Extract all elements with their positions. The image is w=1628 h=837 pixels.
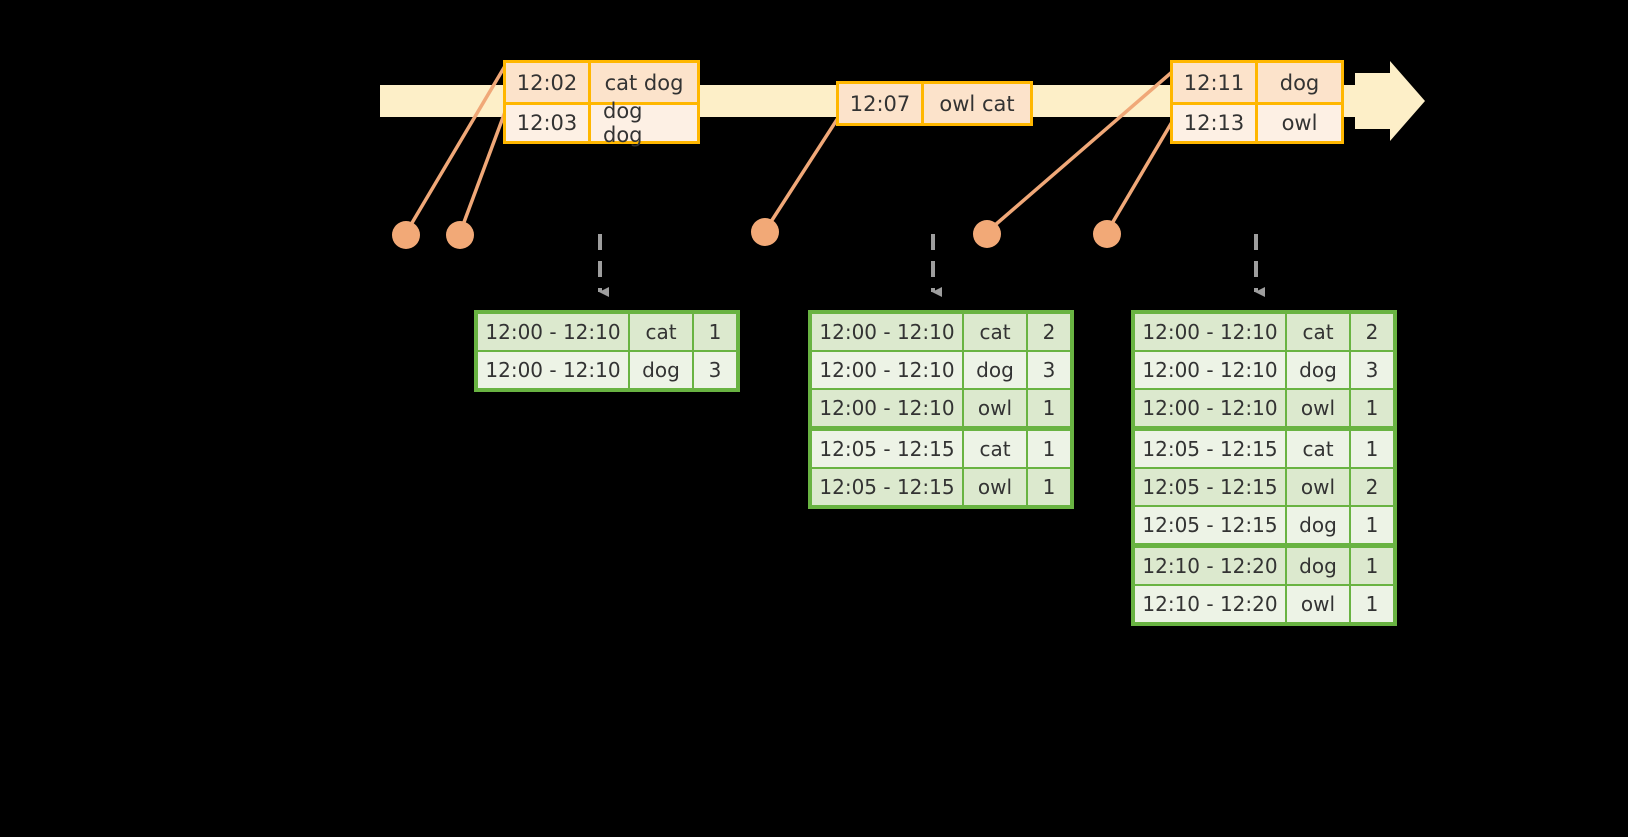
cell-count: 1 (1028, 390, 1070, 426)
cell-word: dog (1287, 352, 1349, 388)
event-words: cat dog (604, 70, 684, 95)
cell-count: 2 (1351, 469, 1393, 505)
cell-window: 12:00 - 12:10 (478, 352, 628, 388)
event-time: 12:13 (1173, 105, 1258, 141)
cell-word: cat (630, 314, 692, 350)
connector-dot-3 (751, 218, 779, 246)
event-words: owl (1281, 111, 1318, 135)
event-group-1[interactable]: 12:02 cat dog 12:03 dog dog (503, 60, 700, 147)
cell-window: 12:00 - 12:10 (478, 314, 628, 350)
cell-window: 12:10 - 12:20 (1135, 548, 1285, 584)
cell-count: 1 (1028, 431, 1070, 467)
cell-window: 12:10 - 12:20 (1135, 586, 1285, 622)
cell-count: 1 (1028, 469, 1070, 505)
cell-window: 12:00 - 12:10 (812, 390, 962, 426)
connector-dot-2 (446, 221, 474, 249)
connector-dot-1 (392, 221, 420, 249)
cell-count: 3 (1351, 352, 1393, 388)
cell-count: 1 (1351, 548, 1393, 584)
event-group-2[interactable]: 12:07 owl cat (836, 81, 1033, 126)
cell-word: cat (1287, 314, 1349, 350)
cell-window: 12:00 - 12:10 (1135, 352, 1285, 388)
event-time: 12:02 (506, 63, 591, 102)
event-words: dog (1279, 70, 1320, 95)
cell-word: dog (630, 352, 692, 388)
event-row[interactable]: 12:07 owl cat (839, 84, 1030, 123)
connector-dots (392, 218, 1121, 249)
event-words: dog dog (603, 99, 643, 147)
cell-count: 1 (1351, 586, 1393, 622)
cell-word: owl (1287, 390, 1349, 426)
cell-window: 12:00 - 12:10 (1135, 314, 1285, 350)
cell-window: 12:05 - 12:15 (812, 469, 962, 505)
cell-window: 12:00 - 12:10 (812, 352, 962, 388)
cell-word: cat (1287, 431, 1349, 467)
cell-word: owl (964, 469, 1026, 505)
event-group-3[interactable]: 12:11 dog 12:13 owl (1170, 60, 1344, 144)
event-row[interactable]: 12:13 owl (1173, 102, 1341, 141)
cell-window: 12:05 - 12:15 (1135, 507, 1285, 543)
event-words: owl cat (939, 91, 1015, 116)
event-time: 12:11 (1173, 63, 1258, 102)
cell-count: 1 (1351, 431, 1393, 467)
cell-count: 2 (1028, 314, 1070, 350)
cell-word: dog (964, 352, 1026, 388)
cell-count: 3 (1028, 352, 1070, 388)
cell-count: 2 (1351, 314, 1393, 350)
cell-count: 1 (1351, 390, 1393, 426)
cell-window: 12:00 - 12:10 (1135, 390, 1285, 426)
cell-window: 12:05 - 12:15 (812, 431, 962, 467)
cell-word: owl (964, 390, 1026, 426)
connector-dot-4 (973, 220, 1001, 248)
connector-dot-5 (1093, 220, 1121, 248)
cell-count: 1 (694, 314, 736, 350)
event-row[interactable]: 12:02 cat dog (506, 63, 697, 102)
cell-window: 12:05 - 12:15 (1135, 431, 1285, 467)
event-time: 12:07 (839, 84, 924, 123)
event-row[interactable]: 12:03 dog dog (506, 99, 697, 147)
cell-word: owl (1287, 469, 1349, 505)
event-row[interactable]: 12:11 dog (1173, 63, 1341, 102)
cell-word: owl (1287, 586, 1349, 622)
cell-window: 12:00 - 12:10 (812, 314, 962, 350)
cell-count: 1 (1351, 507, 1393, 543)
cell-word: dog (1287, 507, 1349, 543)
cell-word: dog (1287, 548, 1349, 584)
cell-word: cat (964, 314, 1026, 350)
cell-word: cat (964, 431, 1026, 467)
dashed-arrows (598, 234, 1265, 297)
cell-count: 3 (694, 352, 736, 388)
event-time: 12:03 (506, 105, 591, 141)
cell-window: 12:05 - 12:15 (1135, 469, 1285, 505)
